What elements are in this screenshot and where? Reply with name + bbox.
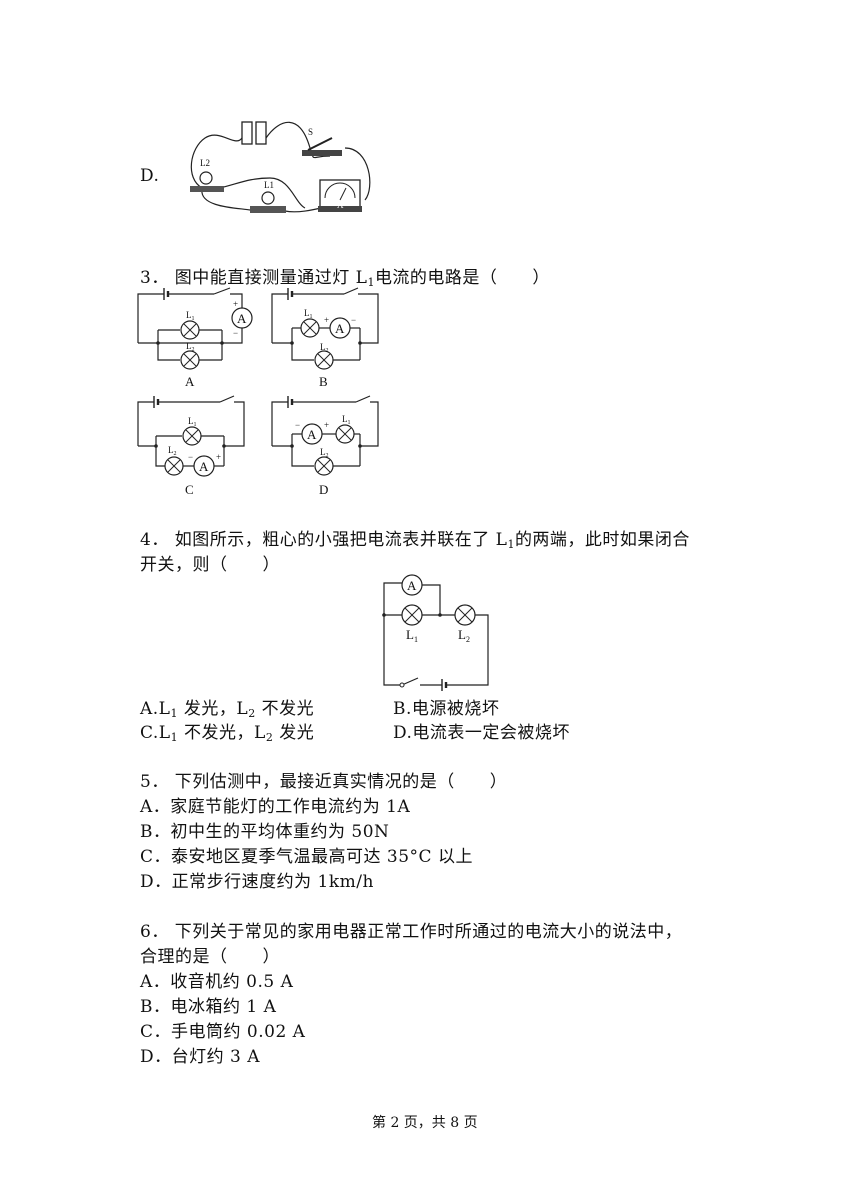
q3-a-meter: A [237,311,247,326]
q3-a-lamp-top: L1 [186,310,195,322]
q5-stem: 5． 下列估测中，最接近真实情况的是（ ） [140,769,507,795]
q3-diagram-b: A + − L1 L2 B [271,287,379,389]
q3-d-label: D [319,482,328,497]
q6-stem-line1-text: 下列关于常见的家用电器正常工作时所通过的电流大小的说法中， [174,922,683,942]
q3-a-label: A [185,374,195,389]
q3-b-plus: + [324,315,329,325]
q5-option-c: C．泰安地区夏季气温最高可达 35°C 以上 [140,847,473,867]
q3-c-meter: A [199,459,209,474]
q4-lamp1: L1 [406,627,418,644]
q2-meter-terminal: A [337,200,344,210]
q2-option-d-figure: S L2 L1 A [190,121,371,213]
q5-option-d: D．正常步行速度约为 1km/h [140,872,374,892]
q4-meter: A [407,578,417,593]
q3-b-meter: A [335,321,345,336]
q3-a-minus: − [233,328,238,338]
q5-stem-text: 下列估测中，最接近真实情况的是（ ） [174,772,508,792]
q2-lamp1-label: L1 [264,180,274,190]
q3-c-plus: + [216,452,221,462]
q2-switch-label: S [308,127,313,137]
q2-option-d-label: D. [140,166,160,186]
q3-a-lamp-bottom: L2 [186,341,195,353]
q6-stem-line2: 合理的是（ ） [140,947,280,967]
q6-option-a: A．收音机约 0.5 A [140,972,294,992]
q4-lamp2: L2 [458,627,470,644]
q4-number: 4． [140,530,169,550]
q3-d-lamp-bottom: L2 [320,447,329,459]
q3-b-minus: − [351,315,356,325]
q3-d-meter: A [307,427,317,442]
q5-option-a: A．家庭节能灯的工作电流约为 1A [140,797,411,817]
q4-line1-sub: 1 [507,538,515,551]
q3-stem-sub: 1 [367,276,375,289]
q3-d-minus: − [295,420,300,430]
q4-option-c: C.L1 不发光，L2 发光 [140,723,315,744]
q3-stem-after: 电流的电路是（ ） [374,268,550,288]
q5-number: 5． [140,772,169,792]
q3-number: 3． [140,268,169,288]
q3-b-label: B [319,374,328,389]
q4-option-b: B.电源被烧坏 [393,699,500,719]
q4-stem-line2: 开关，则（ ） [140,555,280,575]
q6-option-c: C．手电筒约 0.02 A [140,1022,306,1042]
q3-d-plus: + [324,420,329,430]
q3-diagram-c: A − + L1 L2 C [137,395,245,497]
q6-option-b: B．电冰箱约 1 A [140,997,277,1017]
q2-lamp2-label: L2 [200,158,210,168]
q5-option-b: B．初中生的平均体重约为 50N [140,822,390,842]
q3-stem: 3． 图中能直接测量通过灯 L1电流的电路是（ ） [140,265,550,291]
q3-stem-before: 图中能直接测量通过灯 L [174,268,368,288]
q3-b-lamp-top: L1 [304,308,313,320]
q3-c-lamp-bottom: L2 [168,445,177,457]
q3-c-minus: − [188,452,193,462]
q6-stem-line1: 6． 下列关于常见的家用电器正常工作时所通过的电流大小的说法中， [140,919,682,945]
q4-figure: A L1 L2 [382,574,489,691]
q3-b-lamp-bottom: L2 [320,342,329,354]
q6-option-d: D．台灯约 3 A [140,1047,261,1067]
q3-diagram-a: A + − L1 L2 A [137,287,253,389]
q4-stem-line1: 4． 如图所示，粗心的小强把电流表并联在了 L1的两端，此时如果闭合 [140,527,690,553]
q4-option-d: D.电流表一定会被烧坏 [393,723,570,743]
q3-d-lamp-top: L1 [342,414,351,426]
q4-option-a: A.L1 发光，L2 不发光 [140,699,315,720]
page-footer: 第 2 页，共 8 页 [372,1115,478,1131]
q3-a-plus: + [233,299,238,309]
q4-line1-before: 如图所示，粗心的小强把电流表并联在了 L [174,530,508,550]
q3-diagram-d: A − + L1 L2 D [271,395,379,497]
q6-number: 6． [140,922,169,942]
q3-c-lamp-top: L1 [188,416,197,428]
q3-c-label: C [185,482,194,497]
q4-line1-after: 的两端，此时如果闭合 [514,530,690,550]
